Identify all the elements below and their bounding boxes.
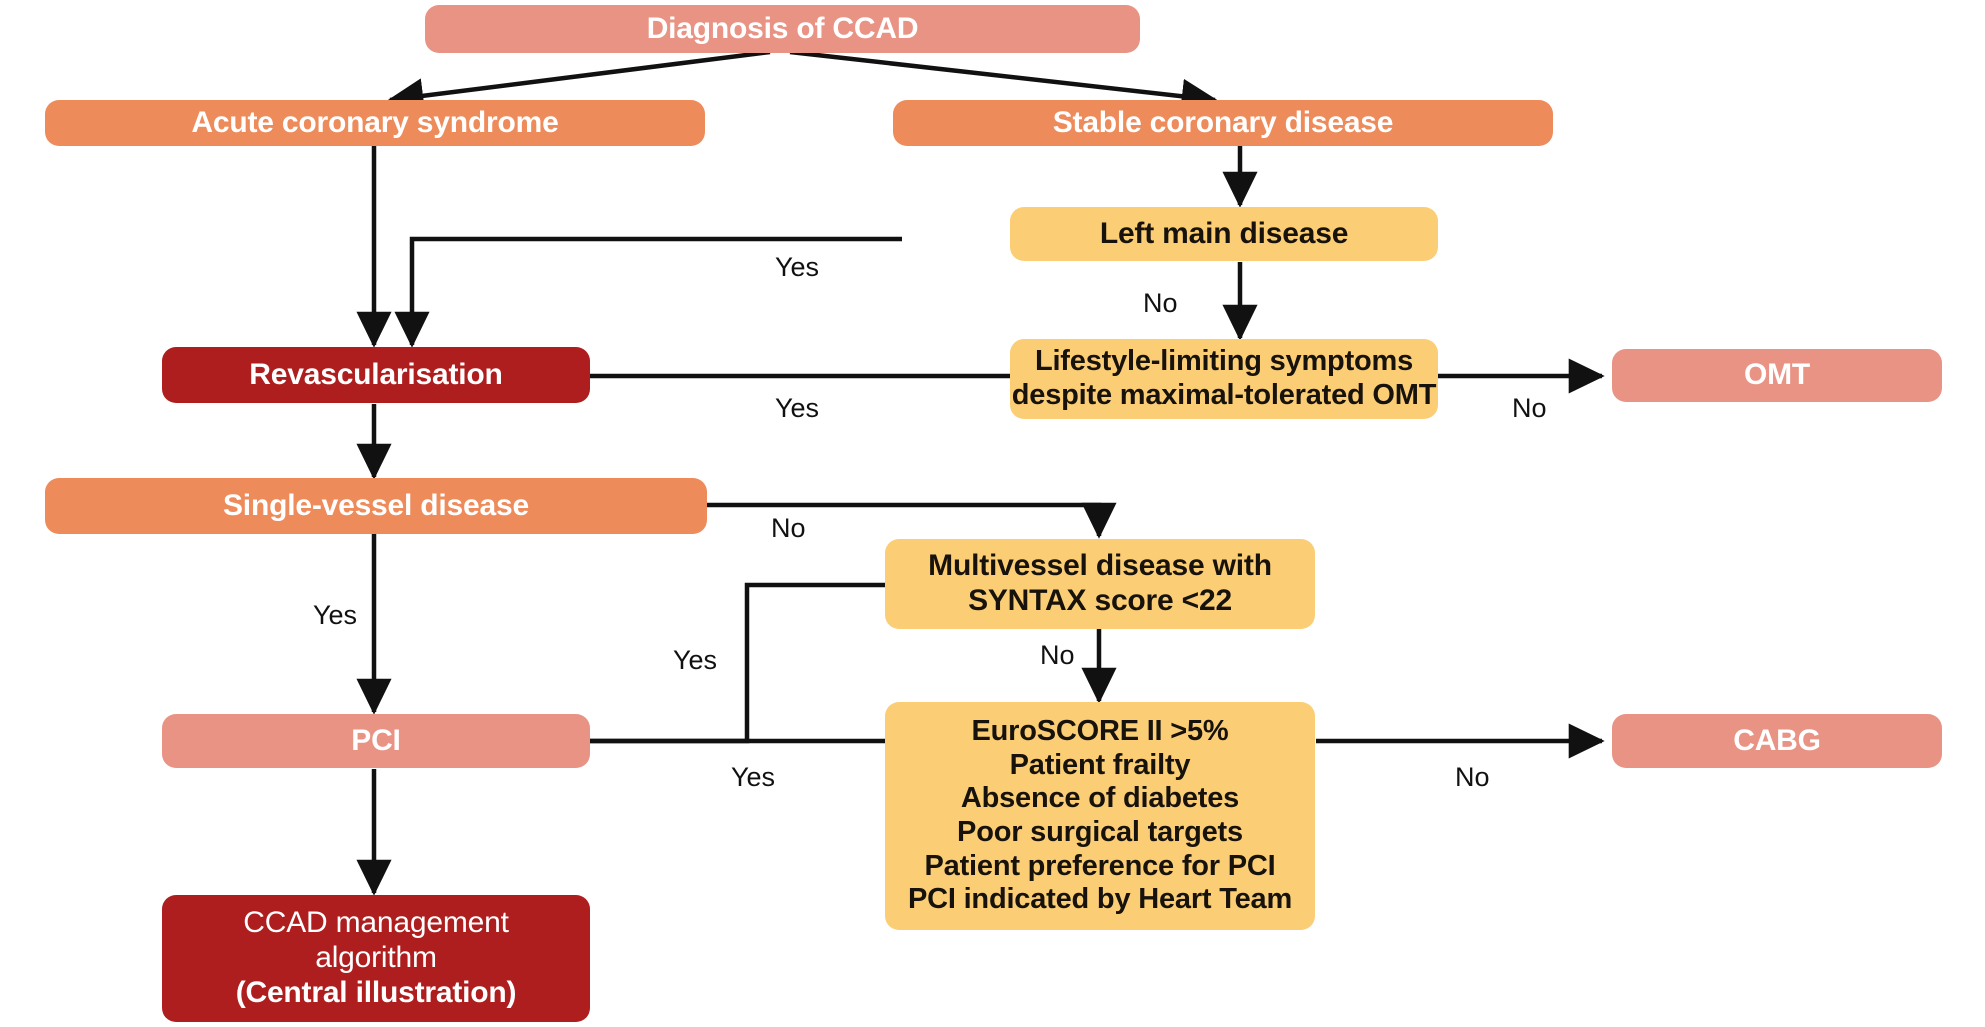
edge-label-leftmain-yes: Yes (775, 252, 820, 282)
node-label: OMT (1743, 358, 1811, 392)
node-revascularisation[interactable]: Revascularisation (162, 347, 590, 403)
node-lifestyle-limiting-symptoms[interactable]: Lifestyle-limiting symptoms despite maxi… (1010, 339, 1438, 419)
node-label: Left main disease (1099, 216, 1349, 250)
node-label: Revascularisation (249, 357, 503, 391)
node-omt[interactable]: OMT (1612, 349, 1942, 402)
node-label-line-5: Patient preference for PCI (924, 849, 1276, 882)
node-label-line-4: Poor surgical targets (957, 816, 1243, 848)
node-left-main-disease[interactable]: Left main disease (1010, 207, 1438, 261)
edge-label-euro-no: No (1455, 762, 1490, 792)
node-label-line-2: SYNTAX score <22 (968, 584, 1232, 617)
node-euroscore-criteria[interactable]: EuroSCORE II >5% Patient frailty Absence… (885, 702, 1315, 930)
node-label-line-3: Absence of diabetes (960, 782, 1240, 815)
node-label: CABG (1733, 723, 1821, 757)
node-label-line-1: EuroSCORE II >5% (971, 715, 1229, 748)
node-multivessel-disease[interactable]: Multivessel disease with SYNTAX score <2… (885, 539, 1315, 629)
node-label-line-2: Patient frailty (1009, 748, 1191, 781)
node-label-line-1: Multivessel disease with (928, 549, 1272, 583)
node-label: Acute coronary syndrome (191, 105, 559, 139)
edge-label-multi-no: No (1040, 640, 1075, 670)
edge-label-euro-yes: Yes (731, 762, 776, 792)
node-label: PCI (351, 723, 401, 757)
edge-label-multi-yes: Yes (673, 645, 718, 675)
edge-leftmain-yes-to-revasc (394, 236, 902, 348)
node-cabg[interactable]: CABG (1612, 714, 1942, 768)
node-ccad-management-algorithm[interactable]: CCAD management algorithm (Central illus… (162, 895, 590, 1022)
edge-label-single-no: No (771, 513, 806, 543)
edge-label-lifestyle-no: No (1512, 393, 1547, 423)
node-label-line-6: PCI indicated by Heart Team (907, 883, 1293, 916)
node-label: Single-vessel disease (223, 488, 529, 522)
node-diagnosis-of-ccad[interactable]: Diagnosis of CCAD (425, 5, 1140, 53)
edge-label-lifestyle-yes: Yes (775, 393, 820, 423)
node-label-line-2: despite maximal-tolerated OMT (1011, 379, 1437, 411)
edge-label-leftmain-no: No (1143, 288, 1178, 318)
node-label-line-1: Lifestyle-limiting symptoms (1034, 345, 1414, 378)
node-label-line-3: (Central illustration) (235, 975, 517, 1009)
node-single-vessel-disease[interactable]: Single-vessel disease (45, 478, 707, 534)
node-acute-coronary-syndrome[interactable]: Acute coronary syndrome (45, 100, 705, 146)
node-pci[interactable]: PCI (162, 714, 590, 768)
node-label-line-1: CCAD management (243, 906, 509, 940)
node-label: Stable coronary disease (1052, 105, 1394, 139)
edge-label-single-yes: Yes (313, 600, 358, 630)
node-label: Diagnosis of CCAD (646, 11, 919, 45)
edge-single-no-to-multi (707, 502, 1117, 539)
node-label-line-2: algorithm (315, 941, 437, 975)
edge-diagnosis-to-acs (387, 49, 771, 114)
node-stable-coronary-disease[interactable]: Stable coronary disease (893, 100, 1553, 146)
edge-diagnosis-to-stable (789, 49, 1218, 114)
